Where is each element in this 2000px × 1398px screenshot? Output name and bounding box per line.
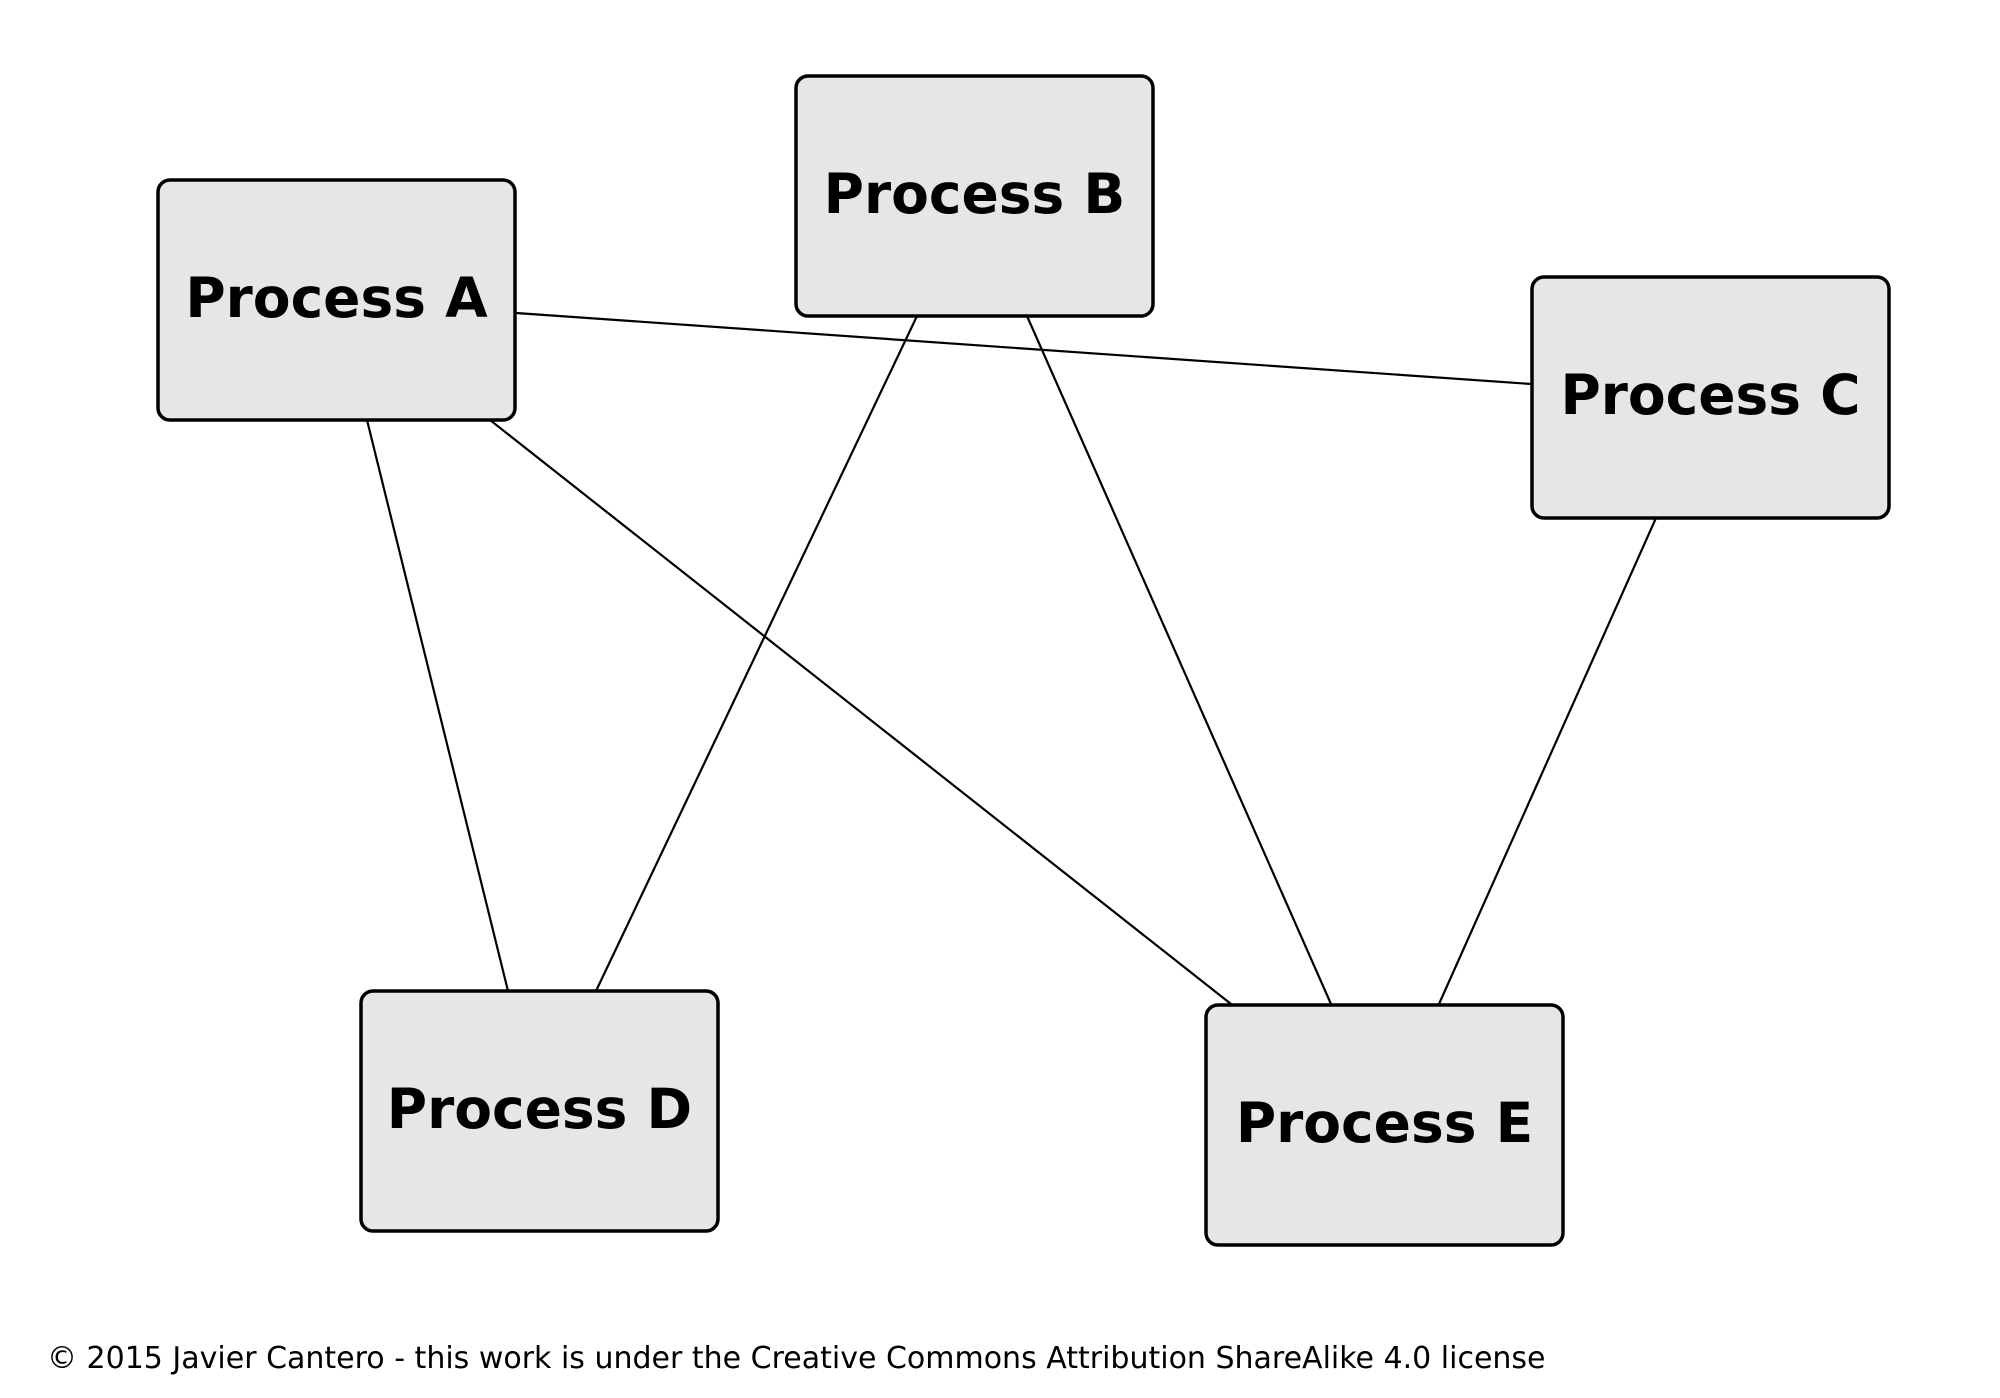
edge-c-e <box>1437 517 1658 1005</box>
node-box-process-d <box>359 989 720 1233</box>
edge-a-e <box>489 419 1232 1005</box>
node-label-process-b: Process B <box>824 162 1126 226</box>
node-box-process-e <box>1204 1003 1565 1247</box>
node-box-process-b <box>794 74 1155 318</box>
node-box-process-a <box>156 178 517 422</box>
license-footer: © 2015 Javier Cantero - this work is und… <box>47 1341 1546 1376</box>
nodes-layer: Process A Process B Process C Process D … <box>156 74 1891 1247</box>
node-label-process-c: Process C <box>1560 363 1860 427</box>
edge-b-d <box>595 315 918 992</box>
node-label-process-a: Process A <box>185 266 488 330</box>
edges-layer <box>365 311 1658 1005</box>
node-box-process-c <box>1530 275 1891 520</box>
node-label-process-e: Process E <box>1236 1091 1533 1155</box>
node-process-b[interactable]: Process B <box>794 74 1155 318</box>
node-process-a[interactable]: Process A <box>156 178 517 422</box>
edge-a-c <box>515 311 1532 386</box>
edge-b-e <box>1025 315 1333 1005</box>
node-process-c[interactable]: Process C <box>1530 275 1891 520</box>
node-process-d[interactable]: Process D <box>359 989 720 1233</box>
node-process-e[interactable]: Process E <box>1204 1003 1565 1247</box>
node-label-process-d: Process D <box>387 1077 692 1141</box>
edge-a-d <box>365 419 510 992</box>
